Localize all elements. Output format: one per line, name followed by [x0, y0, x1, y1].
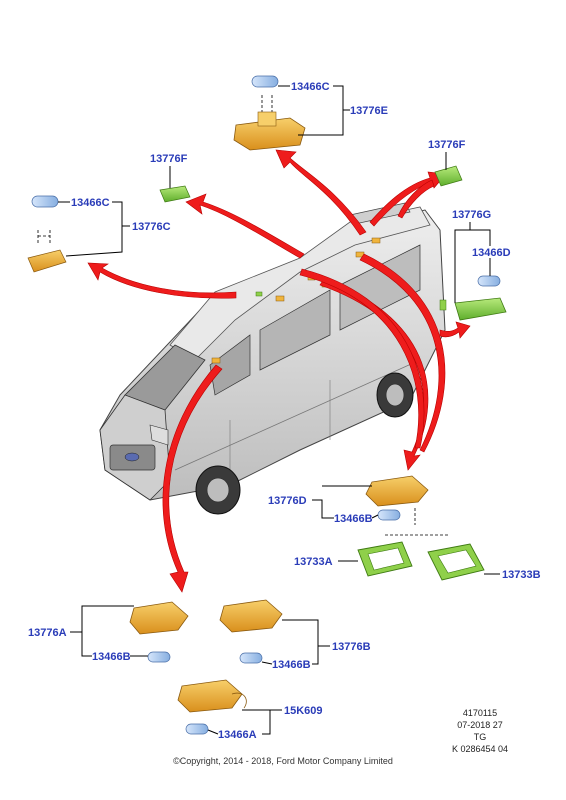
lamp-13776C-group [27, 195, 67, 273]
reference-id: K 0286454 04 [451, 744, 509, 754]
lamp-13776F-right-icon [434, 165, 463, 187]
label-13466B-left[interactable]: 13466B [92, 651, 131, 663]
trim-13733A-icon [357, 541, 413, 577]
leader-lines [58, 85, 500, 735]
label-13776E[interactable]: 13776E [350, 105, 388, 117]
label-15K609[interactable]: 15K609 [284, 705, 323, 717]
lamp-15K609-group [177, 679, 247, 735]
lamp-13776G-group [454, 275, 507, 321]
bulb-13466B-mid-icon [377, 509, 401, 521]
bulb-13466B-right-icon [239, 652, 263, 664]
label-13776B[interactable]: 13776B [332, 641, 371, 653]
lamp-13776B-icon [219, 599, 283, 633]
part-labels: 13466C 13776E 13776F 13776F 13466C 13776… [28, 81, 541, 741]
bulb-13466B-left-icon [147, 651, 171, 663]
bulb-13466C-left-icon [31, 195, 59, 208]
label-13776D[interactable]: 13776D [268, 495, 307, 507]
label-13776C[interactable]: 13776C [132, 221, 171, 233]
arrow-to-13776F-left [185, 193, 305, 259]
van-illustration [99, 202, 447, 515]
lamp-13776C-icon [27, 249, 67, 273]
arrow-to-13776F-right-2 [397, 179, 435, 219]
lamp-13776A-group [129, 601, 189, 663]
reference-code: TG [473, 732, 487, 742]
label-13776A[interactable]: 13776A [28, 627, 67, 639]
label-13466C-left[interactable]: 13466C [71, 197, 110, 209]
lamp-13776D-group [365, 475, 450, 536]
label-13776G[interactable]: 13776G [452, 209, 491, 221]
arrow-to-13776C [87, 262, 237, 299]
lamp-13776D-icon [365, 475, 429, 507]
arrow-to-13776G [439, 321, 471, 339]
label-13733B[interactable]: 13733B [502, 569, 541, 581]
lamp-13776B-group [219, 599, 283, 664]
label-13733A[interactable]: 13733A [294, 556, 333, 568]
location-arrows [87, 149, 471, 593]
lamp-13776A-icon [129, 601, 189, 635]
bulb-13466D-icon [477, 275, 501, 287]
drawing-reference-block: 4170115 07-2018 27 TG K 0286454 04 [440, 707, 520, 755]
lamp-13776E-group [233, 75, 306, 151]
trim-13733B-icon [427, 543, 485, 581]
copyright-notice: ©Copyright, 2014 - 2018, Ford Motor Comp… [173, 756, 393, 766]
reference-number: 4170115 [462, 708, 498, 718]
reference-date: 07-2018 27 [457, 720, 503, 730]
arrow-to-13776A [162, 364, 223, 593]
lamp-13776E-icon [233, 111, 306, 151]
label-13466A[interactable]: 13466A [218, 729, 257, 741]
arrow-to-13776E [275, 149, 367, 236]
label-13466D[interactable]: 13466D [472, 247, 511, 259]
lamp-13776F-left-icon [159, 185, 191, 203]
lamp-15K609-icon [177, 679, 247, 713]
label-13776F-left[interactable]: 13776F [150, 153, 188, 165]
label-13776F-right[interactable]: 13776F [428, 139, 466, 151]
bulb-13466A-icon [185, 723, 209, 735]
lamp-13776G-icon [454, 297, 507, 321]
label-13466B-right[interactable]: 13466B [272, 659, 311, 671]
label-13466C-top[interactable]: 13466C [291, 81, 330, 93]
label-13466B-mid[interactable]: 13466B [334, 513, 373, 525]
bulb-13466C-top-icon [251, 75, 279, 88]
